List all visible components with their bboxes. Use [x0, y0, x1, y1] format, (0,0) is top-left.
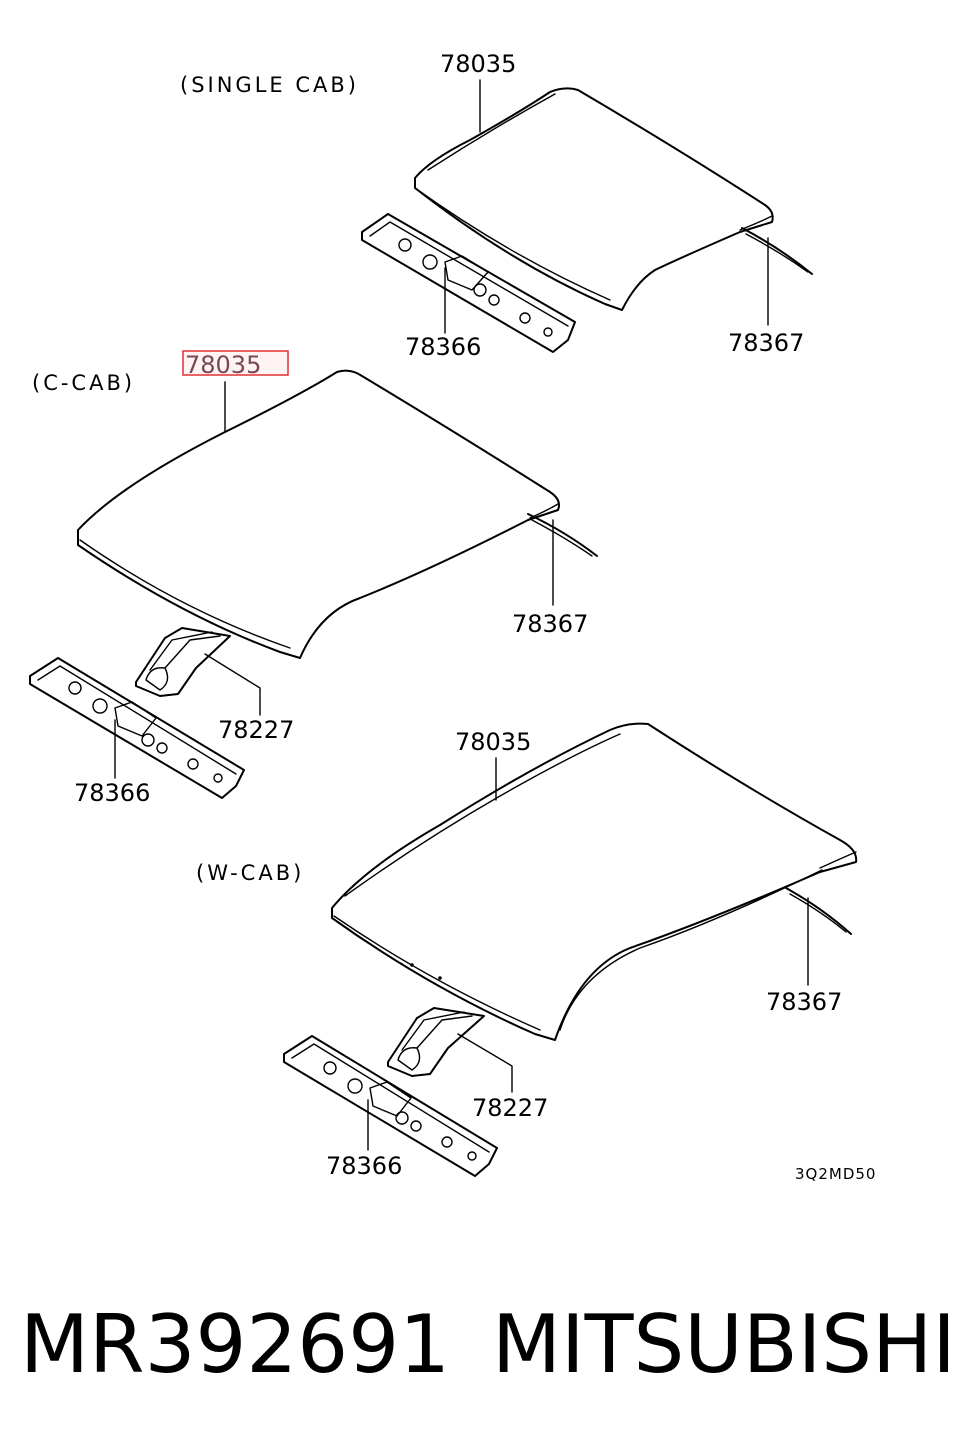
section-title-w-cab: (W-CAB)	[196, 861, 304, 885]
single-cab-drip-molding[interactable]	[741, 227, 813, 275]
brand-name: MITSUBISHI	[492, 1298, 956, 1391]
section-title-c-cab: (C-CAB)	[32, 371, 135, 395]
w-cab-roof-rail[interactable]	[283, 1035, 498, 1177]
c-cab-bracket[interactable]	[135, 627, 231, 697]
label-single-cab-78367: 78367	[728, 329, 804, 357]
w-cab-roof-panel[interactable]	[331, 722, 858, 1041]
label-c-cab-78367: 78367	[512, 610, 588, 638]
label-single-cab-78366: 78366	[405, 333, 481, 361]
section-title-single-cab: (SINGLE CAB)	[180, 73, 359, 97]
label-single-cab-78035: 78035	[440, 50, 516, 78]
leader-w-cab-78227	[457, 1033, 513, 1093]
footer-caption: MR392691 MITSUBISHI	[0, 1290, 960, 1400]
label-c-cab-78227: 78227	[218, 716, 294, 744]
label-c-cab-78366: 78366	[74, 779, 150, 807]
label-w-cab-78035: 78035	[455, 728, 531, 756]
c-cab-group: (C-CAB) 78035	[29, 350, 598, 807]
c-cab-drip-molding[interactable]	[527, 513, 598, 557]
c-cab-roof-rail[interactable]	[29, 657, 245, 799]
label-w-cab-78227: 78227	[472, 1094, 548, 1122]
leader-c-cab-78227	[204, 653, 261, 716]
single-cab-group: (SINGLE CAB) 78035	[180, 50, 813, 361]
label-w-cab-78366: 78366	[326, 1152, 402, 1180]
w-cab-drip-molding[interactable]	[785, 887, 852, 935]
part-number: MR392691	[20, 1298, 450, 1391]
single-cab-roof-rail[interactable]	[361, 213, 576, 353]
highlight-box-c-cab-78035	[182, 350, 289, 376]
c-cab-roof-panel[interactable]	[77, 369, 560, 659]
label-c-cab-78035[interactable]: 78035	[185, 351, 261, 379]
diagram-code: 3Q2MD50	[795, 1165, 876, 1183]
w-cab-group: (W-CAB)	[196, 722, 858, 1180]
w-cab-bracket[interactable]	[387, 1007, 485, 1077]
single-cab-roof-panel[interactable]	[414, 87, 774, 311]
label-w-cab-78367: 78367	[766, 988, 842, 1016]
